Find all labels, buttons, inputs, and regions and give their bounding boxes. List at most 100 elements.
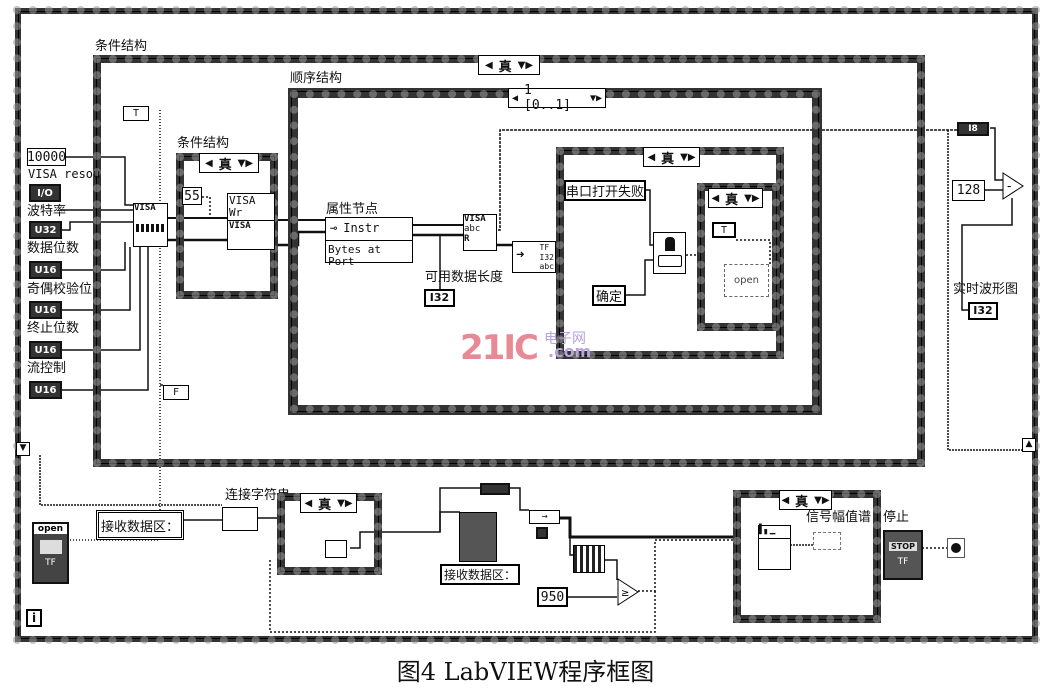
watermark-dom: .com — [548, 342, 592, 361]
flow-control-control[interactable]: U16 — [29, 381, 62, 399]
greater-than-icon: ≥ — [621, 588, 629, 599]
flow-control-label: 流控制 — [27, 361, 67, 376]
one-button-dialog-node[interactable] — [653, 232, 686, 274]
concat-label: 连接字符串 — [225, 488, 291, 503]
shift-register-left[interactable]: ▼ — [16, 442, 30, 456]
property-bytes-at-port[interactable]: Bytes at Port — [328, 243, 381, 269]
spectrum-express-vi[interactable]: ▌▖▁ — [758, 525, 791, 570]
open-case-structure[interactable] — [697, 183, 780, 331]
subtract-node[interactable]: - — [1002, 172, 1024, 200]
array-index-icon — [536, 527, 548, 539]
available-length-label: 可用数据长度 — [425, 270, 504, 285]
selector-value: 真 — [725, 192, 739, 208]
visa-write-node[interactable]: VISA Wr VISA — [227, 193, 275, 250]
dropdown-icon[interactable]: ▼▶ — [744, 192, 760, 204]
visa-configure-serial-node[interactable]: VISA — [133, 203, 168, 247]
concat-strings-node[interactable] — [222, 507, 258, 531]
spectrum-indicator — [813, 532, 841, 550]
visa-read-sub: abc — [464, 223, 481, 234]
spectrum-label: 信号幅值谱 — [806, 510, 872, 525]
receive-prefix-const[interactable]: 接收数据区： — [96, 510, 184, 540]
shift-register-right[interactable]: ▲ — [1022, 438, 1036, 452]
bool-false-const[interactable]: F — [163, 385, 189, 400]
error-case-selector[interactable]: ◀ 真 ▼▶ — [643, 147, 700, 167]
open-label: open — [34, 524, 67, 534]
figure-caption: 图4 LabVIEW程序框图 — [396, 658, 655, 686]
dropdown-icon[interactable]: ▼▶ — [337, 497, 353, 509]
stop-type: TF — [897, 557, 909, 567]
open-case-selector[interactable]: ◀ 真 ▼▶ — [708, 188, 763, 208]
byte-array-to-string[interactable] — [480, 483, 510, 495]
selector-value: 真 — [498, 59, 512, 75]
property-node[interactable]: ⊸ Instr Bytes at Port — [325, 217, 413, 268]
while-loop[interactable] — [13, 6, 1040, 644]
stop-button-control[interactable]: STOP TF — [883, 530, 923, 580]
dropdown-icon[interactable]: ▼▶ — [589, 92, 602, 104]
data-bits-label: 数据位数 — [27, 241, 80, 256]
outer-case-selector[interactable]: ◀ 真 ▼▶ — [478, 55, 540, 75]
parity-label: 奇偶校验位 — [27, 282, 93, 297]
dropdown-icon[interactable]: ▼▶ — [680, 151, 696, 163]
const-128[interactable]: 128 — [952, 180, 985, 201]
dropdown-icon[interactable]: ▼▶ — [517, 59, 534, 71]
decrement-arrow-icon[interactable]: ◀ — [647, 151, 656, 163]
stop-button-label: STOP — [889, 542, 917, 551]
selector-value: 真 — [218, 157, 232, 173]
sequence-selector[interactable]: ◀ 1 [0..1] ▼▶ — [508, 83, 606, 113]
data-bits-control[interactable]: U16 — [29, 261, 62, 279]
spectrum-case-selector[interactable]: ◀真▼▶ — [779, 490, 832, 510]
visa-write-icon: VISA — [229, 221, 251, 232]
loop-condition-icon[interactable] — [947, 538, 965, 558]
watermark-cn: 电子网 — [544, 331, 586, 347]
baud-rate-control[interactable]: U32 — [29, 221, 62, 239]
concat-case-selector[interactable]: ◀真▼▶ — [300, 493, 357, 513]
decrement-arrow-icon[interactable]: ◀ — [512, 92, 519, 104]
visa-config-title: VISA — [134, 203, 156, 213]
property-node-label: 属性节点 — [326, 202, 379, 217]
visa-write-label: VISA Wr — [228, 194, 274, 222]
visa-resource-control[interactable]: I/O — [29, 184, 61, 202]
inner-case-label: 条件结构 — [177, 136, 230, 151]
open-local-variable[interactable]: open — [724, 264, 769, 297]
visa-read-node[interactable]: VISA abc R — [463, 214, 497, 251]
baud-rate-label: 波特率 — [27, 204, 67, 219]
error-message-const[interactable]: 串口打开失败 — [564, 180, 646, 201]
open-button-control[interactable]: open TF — [32, 522, 69, 584]
ok-button-const[interactable]: 确定 — [592, 285, 626, 306]
realtime-waveform-label: 实时波形图 — [953, 282, 1019, 297]
string-to-byte-array-node[interactable]: → — [529, 510, 560, 524]
write-case-selector[interactable]: ◀ 真 ▼▶ — [199, 153, 259, 173]
dropdown-icon[interactable]: ▼▶ — [814, 494, 830, 506]
array-size-node[interactable] — [573, 545, 605, 573]
selector-value: 真 — [661, 151, 675, 167]
resource-timeout-const[interactable]: 10000 — [26, 148, 67, 166]
decrement-arrow-icon[interactable]: ◀ — [304, 497, 313, 509]
dropdown-icon[interactable]: ▼▶ — [237, 157, 254, 169]
outer-case-label: 条件结构 — [95, 39, 148, 54]
dialog-person-icon — [664, 237, 675, 251]
visa-resource-label: VISA resou — [28, 167, 101, 181]
decrement-arrow-icon[interactable]: ◀ — [484, 59, 493, 71]
empty-string-const[interactable] — [325, 540, 347, 558]
write-buffer-const[interactable]: 55 — [182, 187, 202, 205]
open-type: TF — [45, 558, 56, 568]
decrement-arrow-icon[interactable]: ◀ — [204, 157, 213, 169]
stop-bits-control[interactable]: U16 — [29, 341, 62, 359]
decrement-arrow-icon[interactable]: ◀ — [781, 494, 790, 506]
stop-label: 停止 — [883, 510, 910, 525]
parity-control[interactable]: U16 — [29, 301, 62, 319]
bool-true-const[interactable]: T — [123, 106, 149, 121]
selector-value: 1 [0..1] — [524, 83, 571, 113]
const-950[interactable]: 950 — [537, 587, 568, 607]
spectrum-plot-icon: ▌▖▁ — [759, 525, 790, 539]
realtime-waveform-indicator: I32 — [968, 302, 998, 320]
decrement-arrow-icon[interactable]: ◀ — [711, 192, 720, 204]
dialog-button-icon — [657, 255, 682, 267]
stop-bits-label: 终止位数 — [27, 321, 80, 336]
arrow-icon: ➜ — [516, 247, 525, 263]
open-bool-const[interactable]: T — [712, 222, 736, 238]
greater-than-node[interactable]: ≥ — [617, 578, 639, 606]
visa-read-r: R — [464, 233, 470, 244]
